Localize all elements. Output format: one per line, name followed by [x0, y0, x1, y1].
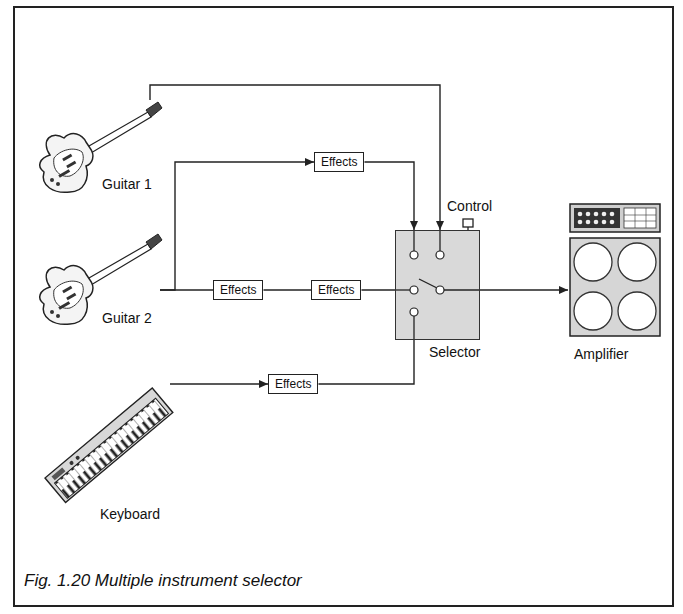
- effects-box: Effects: [314, 152, 364, 172]
- signal-path: [480, 289, 568, 290]
- signal-path: [160, 289, 213, 290]
- signal-line: [480, 286, 568, 294]
- signal-path: [364, 162, 414, 230]
- signal-line: [160, 290, 213, 291]
- signal-line: [170, 380, 268, 388]
- signal-line: [160, 158, 314, 290]
- instrument-node: Keyboard: [30, 360, 170, 530]
- instrument-node: Guitar 2: [30, 232, 160, 332]
- arrowhead: [305, 158, 314, 166]
- arrowhead: [410, 221, 418, 230]
- signal-line: [318, 340, 414, 384]
- arrowhead: [559, 286, 568, 294]
- signal-path: [150, 85, 440, 230]
- arrowhead: [436, 221, 444, 230]
- signal-path: [160, 162, 314, 290]
- signal-line: [150, 85, 444, 230]
- signal-path: [361, 289, 395, 290]
- arrowhead: [259, 380, 268, 388]
- amplifier-label: Amplifier: [574, 346, 628, 363]
- selector-box: Selector: [395, 230, 480, 340]
- instrument-node: Guitar 1: [30, 100, 160, 200]
- amplifier-illustration: [570, 204, 660, 336]
- instrument-label: Guitar 2: [102, 310, 152, 327]
- effects-label: Effects: [318, 282, 354, 298]
- signal-line: [364, 162, 418, 230]
- selector-label: Selector: [429, 344, 480, 361]
- signal-path: [263, 289, 311, 290]
- signal-path: [170, 383, 268, 384]
- control-label: Control: [447, 198, 492, 214]
- instrument-label: Guitar 1: [102, 176, 152, 193]
- effects-box: Effects: [311, 280, 361, 300]
- effects-label: Effects: [220, 282, 256, 298]
- instrument-node: Amplifier: [568, 200, 662, 365]
- effects-box: Effects: [213, 280, 263, 300]
- signal-path: [318, 340, 414, 384]
- effects-box: Effects: [268, 374, 318, 394]
- signal-line: [263, 290, 311, 291]
- instrument-label: Keyboard: [100, 506, 160, 523]
- figure-caption: Fig. 1.20 Multiple instrument selector: [24, 571, 302, 591]
- effects-label: Effects: [275, 376, 311, 392]
- guitar-illustration: [40, 102, 162, 192]
- signal-line: [361, 290, 395, 291]
- effects-label: Effects: [321, 154, 357, 170]
- keyboard-illustration: [45, 388, 173, 503]
- frame-border: [14, 7, 673, 606]
